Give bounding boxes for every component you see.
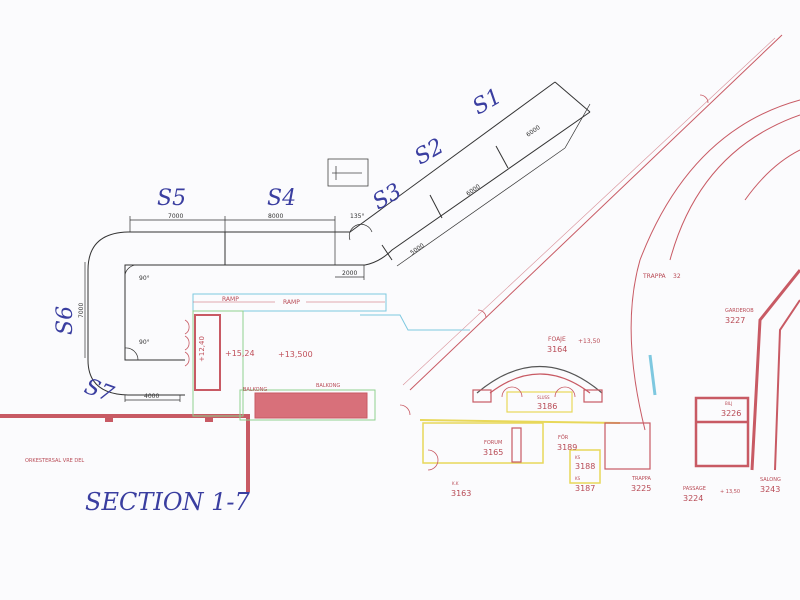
svg-text:3187: 3187 (575, 484, 595, 493)
dim-s4: 8000 (268, 213, 283, 220)
drawing-title: SECTION 1-7 (85, 488, 250, 516)
svg-text:TRAPPA: TRAPPA (642, 273, 667, 280)
dim-s6: 7000 (78, 303, 85, 318)
svg-text:3163: 3163 (451, 489, 471, 498)
svg-text:SLUSS: SLUSS (537, 395, 550, 400)
svg-text:3243: 3243 (760, 485, 780, 494)
auditorium-arc (630, 99, 800, 471)
room-3186: SLUSS 3186 (537, 395, 557, 411)
dim-s5: 7000 (168, 213, 183, 220)
section-label-s1: S1 (469, 84, 507, 120)
svg-text:PASSAGE: PASSAGE (683, 486, 706, 492)
angle-top: 135° (350, 213, 364, 220)
svg-text:3226: 3226 (721, 409, 741, 418)
svg-text:+13,50: +13,50 (578, 338, 600, 345)
ramp-label-1: RAMP (222, 296, 239, 303)
room-passage: PASSAGE 3224 + 13,50 (683, 486, 740, 503)
section-label-s3: S3 (369, 179, 407, 215)
svg-text:3189: 3189 (557, 443, 577, 452)
room-trappa-3225: TRAPPA 3225 (631, 476, 651, 493)
north-symbol (327, 158, 369, 187)
dim-s3: 5000 (409, 242, 426, 257)
svg-text:3165: 3165 (483, 448, 503, 457)
angle-lower-left: 90° (139, 339, 150, 346)
balcony-label-2: BALKONG (316, 383, 340, 389)
angle-upper-left: 90° (139, 275, 150, 282)
room-salong: SALONG 3243 (760, 477, 781, 494)
balcony-label-1: BALKONG (243, 387, 267, 393)
section-label-s4: S4 (267, 186, 296, 211)
svg-text:+ 13,50: + 13,50 (720, 489, 740, 495)
room-3189: FÖR 3189 (557, 434, 577, 452)
svg-text:SALONG: SALONG (760, 477, 781, 483)
orchestra-wall (0, 414, 250, 492)
dim-s7: 4000 (144, 393, 159, 400)
ramp-label-2: RAMP (283, 299, 300, 306)
svg-text:3186: 3186 (537, 402, 557, 411)
svg-text:KS: KS (575, 455, 581, 460)
dim-offset: 2000 (342, 270, 357, 277)
svg-text:BILJ: BILJ (725, 401, 732, 406)
door-icons (184, 94, 709, 471)
svg-text:FOAJE: FOAJE (548, 336, 566, 343)
room-forum: FORUM 3165 (483, 440, 503, 457)
svg-text:32: 32 (673, 273, 681, 280)
room-3226: BILJ 3226 (721, 401, 741, 418)
svg-text:3164: 3164 (547, 345, 567, 354)
level-15-24: +15,24 (225, 349, 255, 358)
svg-text:3227: 3227 (725, 316, 745, 325)
dim-s1: 6000 (525, 124, 542, 139)
section-label-s6: S6 (53, 306, 78, 335)
stair-level: +12,40 (198, 336, 206, 362)
dim-s2: 6000 (465, 183, 482, 198)
ramp-area (192, 293, 470, 421)
svg-text:3188: 3188 (575, 462, 595, 471)
room-walls (419, 354, 657, 484)
orchestra-label: ORKESTERSAL VRE DEL (25, 458, 84, 464)
svg-text:KS: KS (575, 476, 581, 481)
room-3188: KS 3188 (575, 455, 595, 471)
room-garderob: GARDEROB 3227 (725, 308, 754, 325)
section-label-s7: S7 (81, 374, 117, 407)
room-trappa-32: TRAPPA 32 (642, 273, 681, 280)
svg-text:TRAPPA: TRAPPA (631, 476, 651, 482)
svg-text:K.K: K.K (452, 481, 459, 486)
walkway-outline (87, 81, 591, 396)
svg-text:3225: 3225 (631, 484, 651, 493)
svg-text:FORUM: FORUM (484, 440, 502, 446)
svg-text:GARDEROB: GARDEROB (725, 308, 754, 314)
level-13-500: +13,500 (278, 350, 313, 359)
dimension-lines (84, 103, 591, 402)
section-label-s5: S5 (157, 186, 186, 211)
svg-text:FÖR: FÖR (558, 434, 569, 441)
diagonal-wall (409, 34, 783, 391)
room-3187: KS 3187 (575, 476, 595, 493)
svg-text:3224: 3224 (683, 494, 703, 503)
room-3163: K.K 3163 (451, 481, 471, 498)
room-foaje: FOAJE 3164 +13,50 (547, 336, 600, 354)
